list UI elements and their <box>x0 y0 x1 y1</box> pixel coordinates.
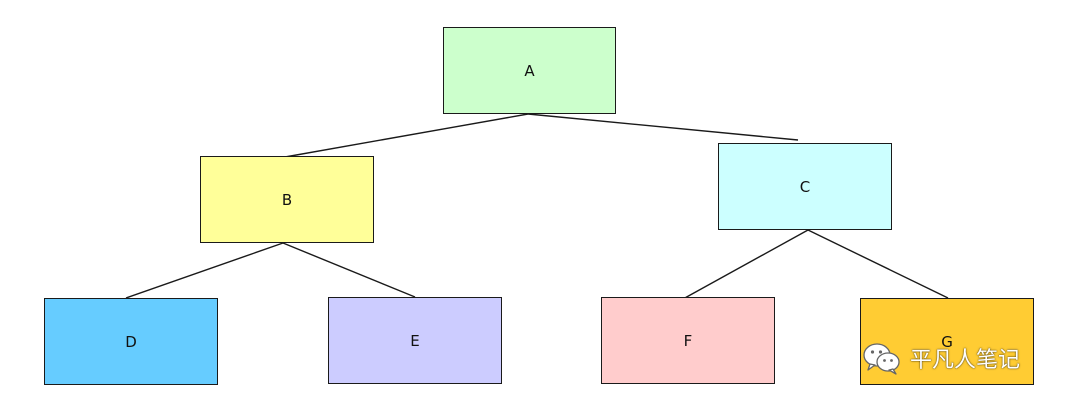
node-a-label: A <box>524 61 535 80</box>
node-b: B <box>200 156 374 243</box>
node-b-label: B <box>281 190 293 209</box>
edge-b-e <box>282 242 416 298</box>
node-c: C <box>718 143 892 230</box>
edge-a-b <box>284 113 529 158</box>
node-e-label: E <box>410 331 420 350</box>
edge-a-c <box>527 113 799 141</box>
edge-c-f <box>682 229 809 300</box>
node-d-label: D <box>125 332 137 351</box>
node-f-label: F <box>683 331 693 350</box>
node-d: D <box>44 298 218 385</box>
node-e: E <box>328 297 502 384</box>
edge-b-d <box>125 242 284 299</box>
node-f: F <box>601 297 775 384</box>
node-g: G <box>860 298 1034 385</box>
edge-c-g <box>807 229 949 299</box>
node-c-label: C <box>799 177 811 196</box>
node-a: A <box>443 27 616 114</box>
node-g-label: G <box>941 332 953 351</box>
